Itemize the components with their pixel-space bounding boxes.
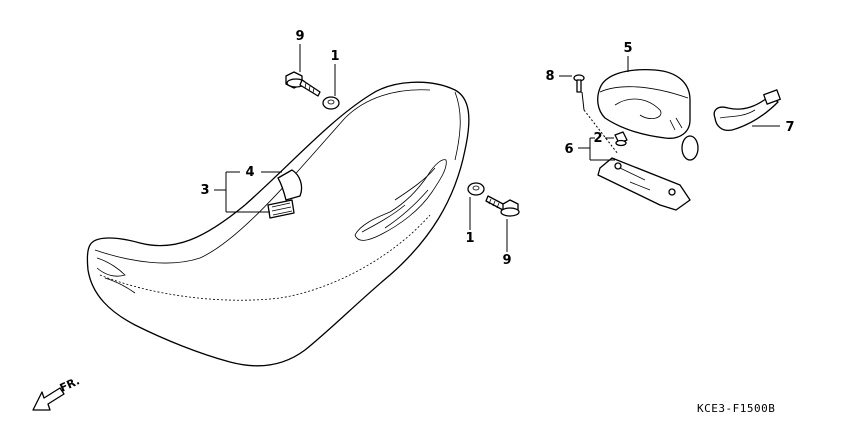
callout-1-bottom: 1 [465,231,474,246]
rubber-band [713,89,781,132]
callout-9-bottom: 9 [502,253,511,268]
screw [573,74,585,93]
tool-bag [597,69,699,161]
callout-7: 7 [785,120,794,135]
callout-1-top: 1 [330,49,339,64]
diagram-code: KCE3-F1500B [697,402,775,415]
callout-3: 3 [200,183,209,198]
bolt-upper [285,71,321,97]
collar-lower [467,182,485,196]
callout-6: 6 [564,142,573,157]
callout-5: 5 [623,41,632,56]
bracket [597,157,691,211]
front-direction-label: FR. [58,374,82,394]
callout-8: 8 [545,69,554,84]
leader-lines [214,44,780,252]
front-direction-arrow-icon [32,387,65,411]
seat-strap-clip [267,169,303,219]
callout-4: 4 [245,165,254,180]
seat [86,81,470,367]
callout-9-top: 9 [295,29,304,44]
bolt-lower [485,195,520,217]
grommet [614,131,628,147]
collar-upper [322,96,340,110]
seat-decal [354,159,447,241]
callout-2: 2 [593,131,602,146]
